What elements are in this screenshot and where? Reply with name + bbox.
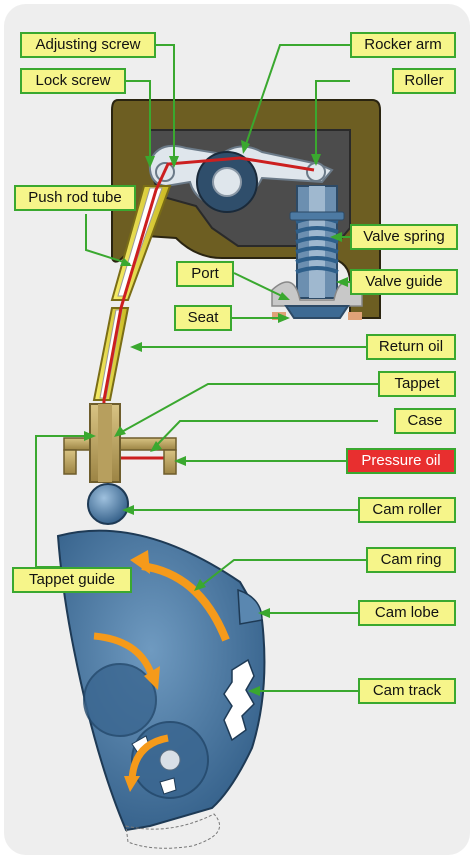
- label-seat: Seat: [174, 305, 232, 331]
- cam-ring-assembly: [56, 529, 266, 849]
- label-case: Case: [394, 408, 456, 434]
- label-roller: Roller: [392, 68, 456, 94]
- cam-rotation-arrow-head: [130, 550, 150, 574]
- cam-roller: [87, 483, 129, 525]
- tappet-and-case: [63, 403, 177, 483]
- label-pressure-oil: Pressure oil: [346, 448, 456, 474]
- label-cam-track: Cam track: [358, 678, 456, 704]
- label-cam-ring: Cam ring: [366, 547, 456, 573]
- label-rocker-arm: Rocker arm: [350, 32, 456, 58]
- leader-lines: [35, 44, 378, 692]
- label-push-rod-tube: Push rod tube: [14, 185, 136, 211]
- label-tappet-guide: Tappet guide: [12, 567, 132, 593]
- gear-rotation-arrow-head-2: [124, 776, 140, 792]
- label-cam-roller: Cam roller: [358, 497, 456, 523]
- label-port: Port: [176, 261, 234, 287]
- label-cam-lobe: Cam lobe: [358, 600, 456, 626]
- valve-head: [284, 305, 350, 319]
- label-return-oil: Return oil: [366, 334, 456, 360]
- gear-rotation-arrow-head: [144, 666, 160, 690]
- label-lock-screw: Lock screw: [20, 68, 126, 94]
- cam-rotation-arrow-icon: [141, 562, 230, 642]
- leader-arrowheads: [84, 140, 348, 696]
- gear-rotation-arrow-icon-2: [128, 734, 169, 781]
- spring-retainer: [289, 211, 345, 221]
- label-tappet: Tappet: [378, 371, 456, 397]
- gear-rotation-arrow-icon: [93, 632, 156, 678]
- valve-stem: [309, 186, 325, 298]
- label-adjusting-screw: Adjusting screw: [20, 32, 156, 58]
- label-valve-guide: Valve guide: [350, 269, 458, 295]
- label-valve-spring: Valve spring: [350, 224, 458, 250]
- valve-seat-right: [348, 312, 362, 320]
